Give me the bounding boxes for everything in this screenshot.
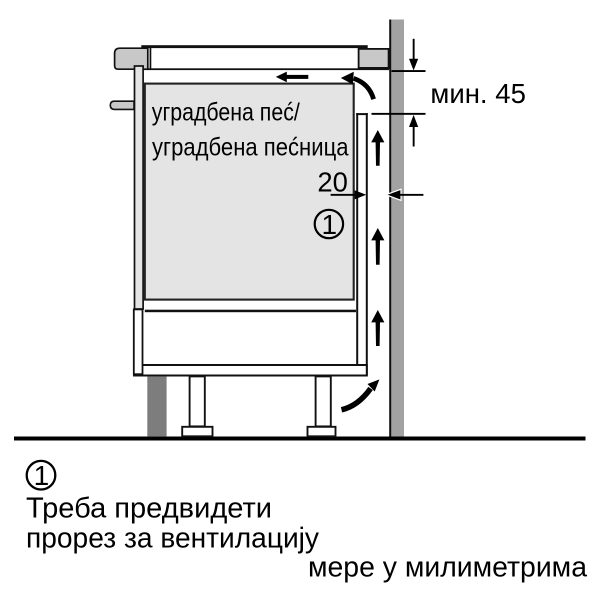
svg-text:прорез за вентилацију: прорез за вентилацију	[26, 523, 319, 555]
svg-text:1: 1	[322, 209, 338, 240]
svg-text:мин. 45: мин. 45	[430, 78, 526, 109]
svg-text:Треба предвидети: Треба предвидети	[26, 492, 272, 524]
svg-text:уградбена пеćница: уградбена пеćница	[152, 133, 349, 161]
svg-text:мере у милиметрима: мере у милиметрима	[308, 552, 588, 584]
svg-text:20: 20	[317, 166, 348, 197]
svg-text:1: 1	[34, 460, 50, 491]
svg-text:уградбена пеć/: уградбена пеć/	[152, 99, 300, 127]
